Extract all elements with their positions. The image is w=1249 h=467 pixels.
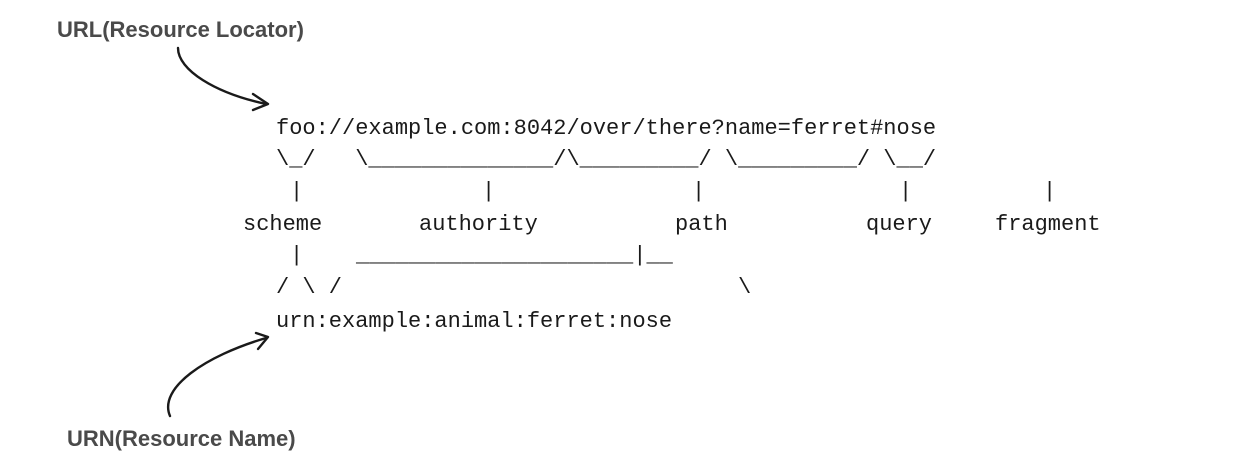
url-arrow [176, 46, 268, 106]
authority-label: authority [419, 212, 538, 237]
path-pipe: | [692, 179, 706, 204]
path-to-urn-connector: _____________________|__ [356, 243, 673, 268]
url-part-brackets: \_/ \______________/\_________/ \_______… [276, 147, 937, 172]
urn-label: URN(Resource Name) [67, 426, 296, 451]
path-label: path [675, 212, 728, 237]
scheme-to-urn-pipe: | [290, 243, 304, 268]
query-pipe: | [899, 179, 913, 204]
urn-right-slash: \ [738, 275, 752, 300]
query-label: query [866, 212, 933, 237]
fragment-label: fragment [995, 212, 1101, 237]
scheme-pipe: | [290, 179, 304, 204]
urn-arrow [167, 336, 268, 418]
url-label: URL(Resource Locator) [57, 17, 304, 42]
urn-left-slashes: / \ / [276, 275, 343, 300]
urn-arrowhead [254, 331, 270, 351]
scheme-label: scheme [243, 212, 323, 237]
authority-pipe: | [482, 179, 496, 204]
urn-example: urn:example:animal:ferret:nose [276, 309, 673, 334]
url-arrowhead [251, 92, 270, 112]
fragment-pipe: | [1043, 179, 1057, 204]
url-example: foo://example.com:8042/over/there?name=f… [276, 116, 937, 141]
